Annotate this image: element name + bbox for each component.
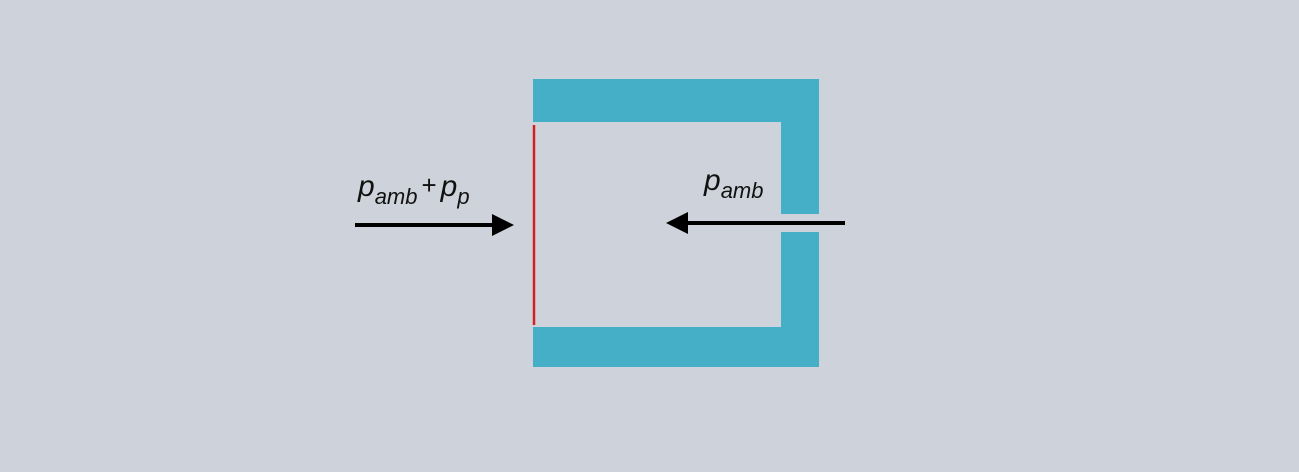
- container-walls: [533, 79, 819, 367]
- right-pressure-label: pamb: [703, 164, 763, 203]
- left-arrow-icon: [355, 214, 514, 236]
- bottom-wall: [533, 327, 819, 367]
- right-wall-upper: [781, 79, 819, 214]
- left-pressure-label: pamb+pp: [357, 170, 470, 209]
- right-arrow-icon: [666, 212, 845, 234]
- top-wall: [533, 79, 819, 122]
